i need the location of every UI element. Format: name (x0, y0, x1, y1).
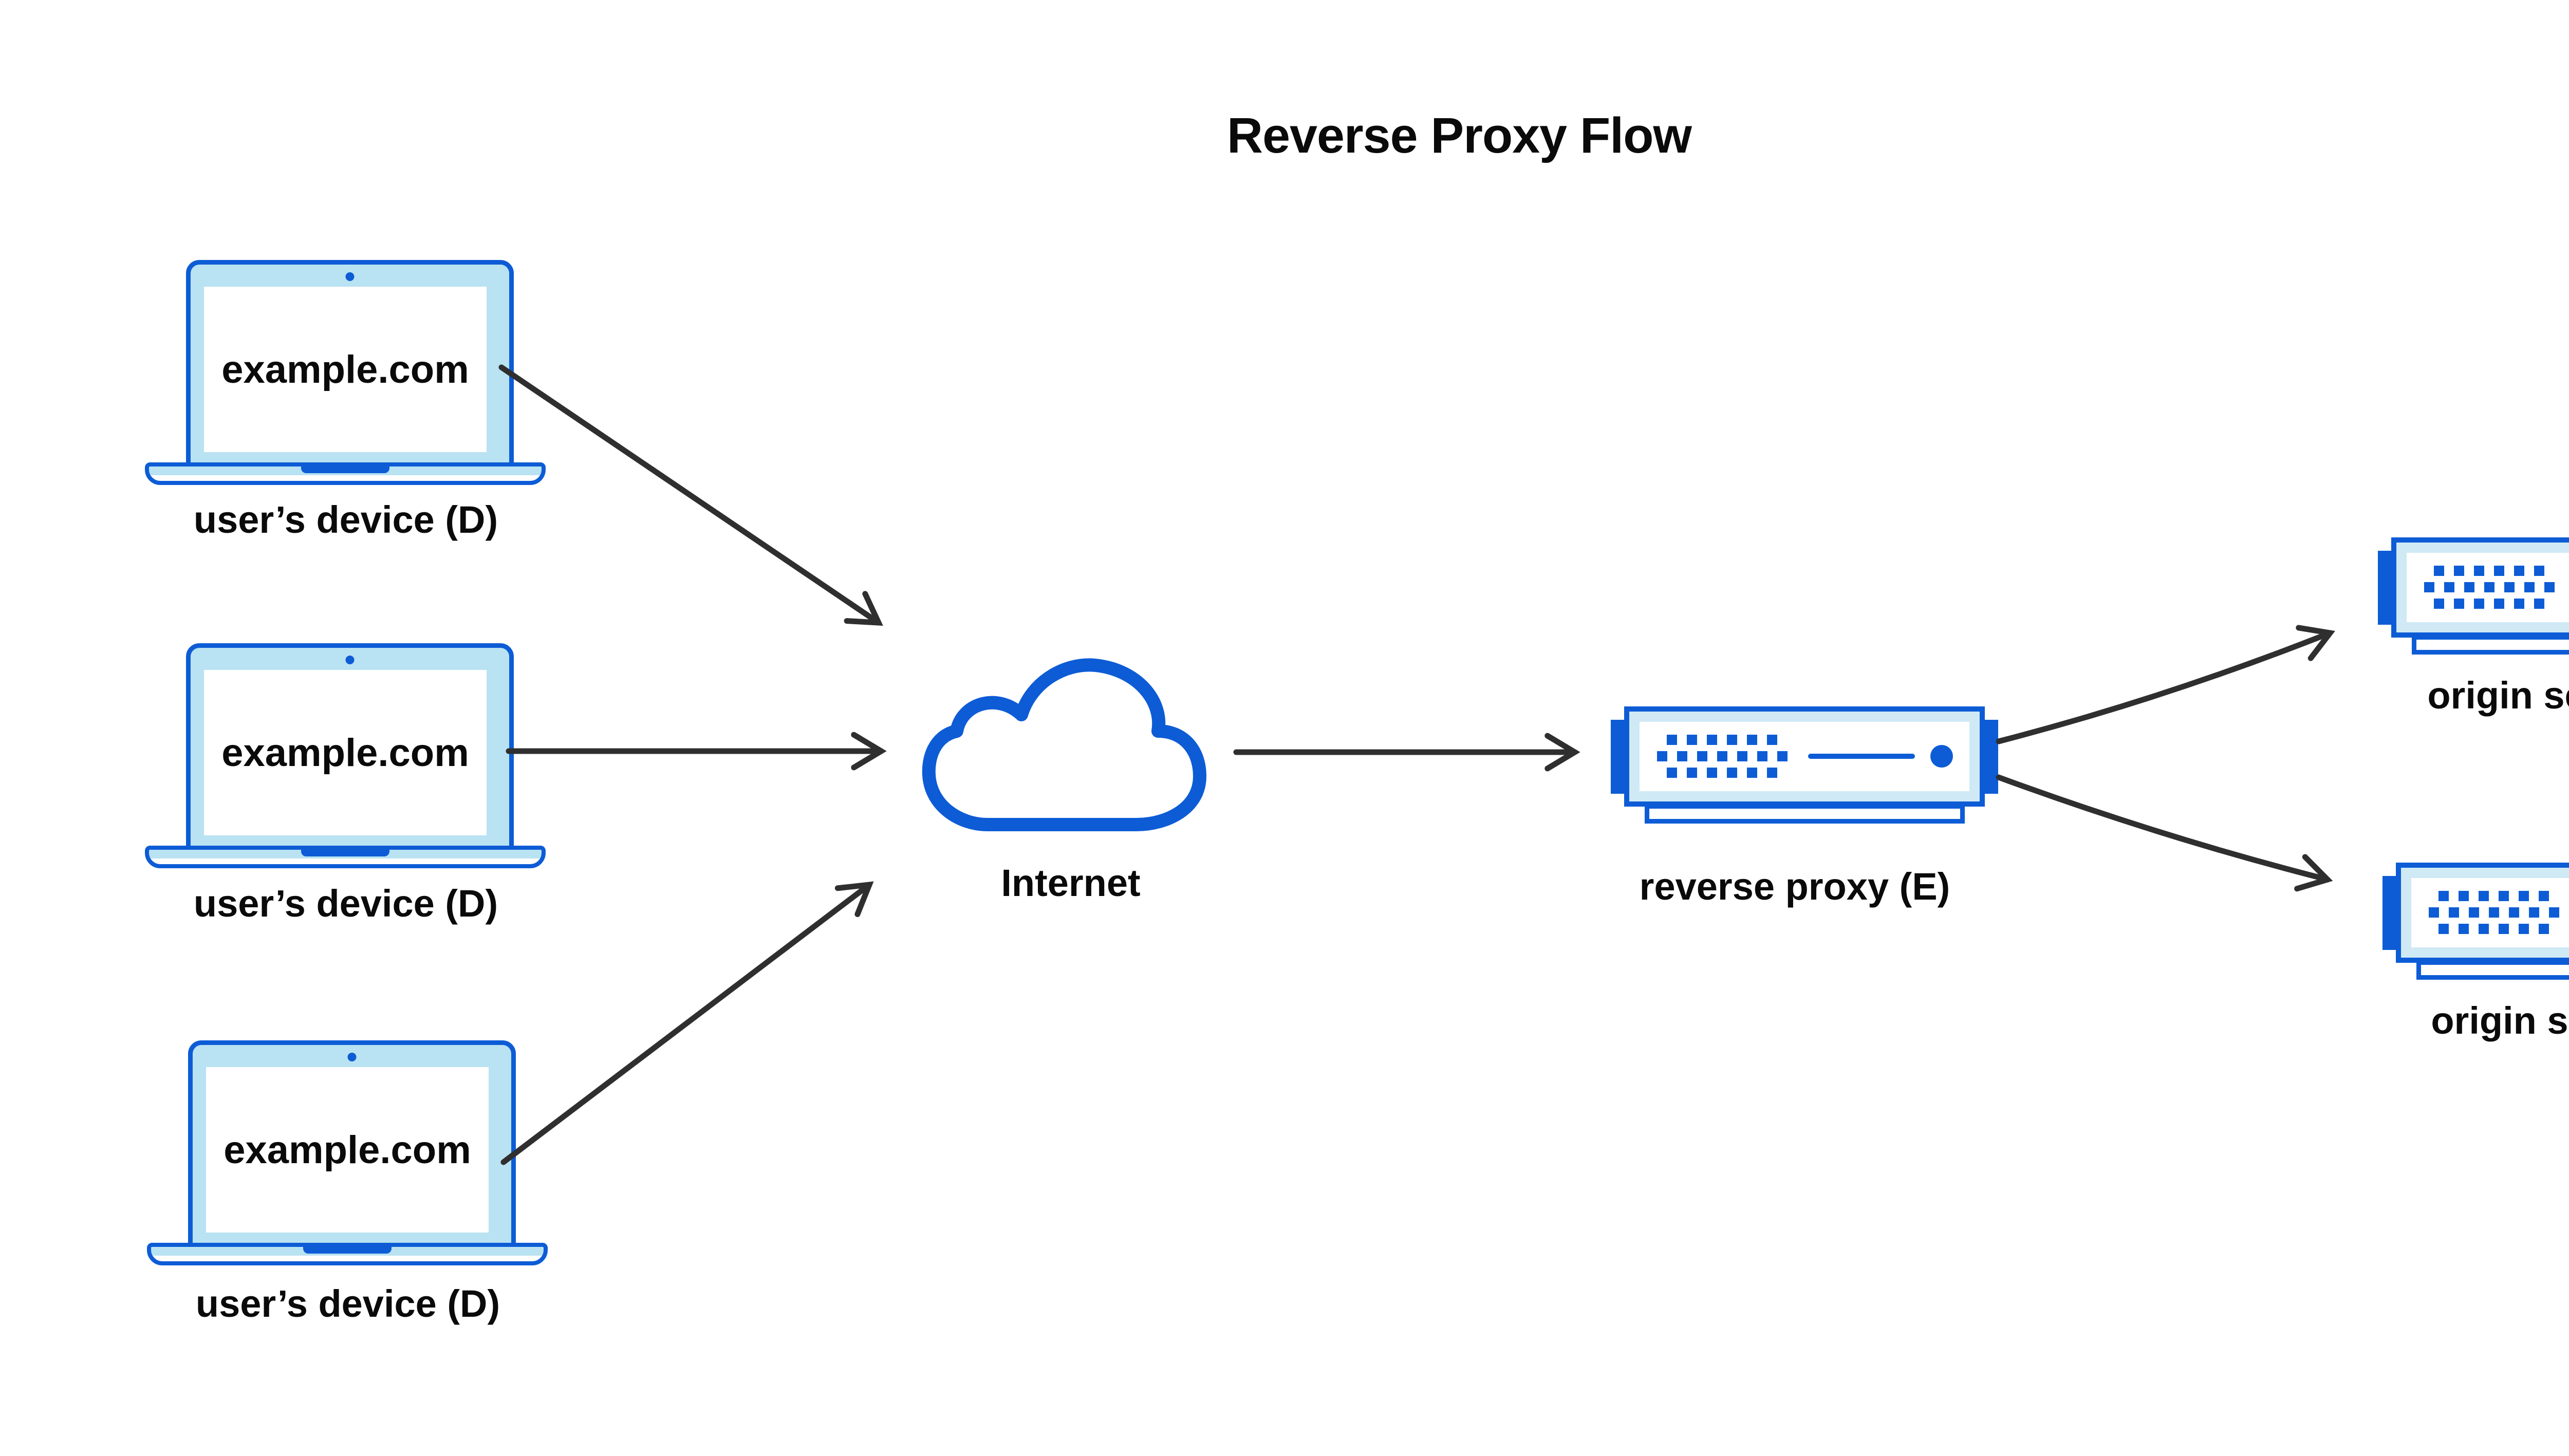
laptop-notch (301, 850, 389, 856)
laptop-icon: example.com (145, 260, 546, 485)
server-icon (2378, 537, 2569, 655)
internet-cloud-icon (921, 654, 1208, 831)
screen-url-text: example.com (224, 1128, 471, 1172)
laptop-base (145, 846, 546, 868)
laptop-icon: example.com (147, 1040, 548, 1265)
server-left-tab (2382, 876, 2398, 950)
arrow-reverse-proxy-to-origin-server-2 (1996, 774, 2333, 892)
server-right-tab (1983, 720, 1998, 794)
server-icon (1611, 706, 1998, 824)
server-shadow (2412, 635, 2569, 655)
server-vent-pattern (2424, 566, 2555, 609)
user-device-2-label: user’s device (D) (193, 882, 498, 925)
screen-url-text: example.com (221, 731, 469, 775)
server-shadow (2416, 960, 2569, 980)
laptop-notch (303, 1247, 392, 1254)
user-device-2: example.com (145, 643, 546, 868)
origin-server-2 (2382, 863, 2569, 980)
user-device-3-label: user’s device (D) (195, 1282, 500, 1325)
origin-server-1-label: origin server (F) (2427, 674, 2569, 717)
origin-server-2-label: origin server (F) (2431, 999, 2569, 1042)
screen-url-text: example.com (221, 347, 469, 391)
server-face (2411, 878, 2569, 947)
server-shadow (1645, 804, 1965, 824)
server-left-tab (1611, 720, 1626, 794)
laptop-screen: example.com (206, 1067, 489, 1233)
laptop-icon: example.com (145, 643, 546, 868)
arrow-user-device-1-to-internet (498, 364, 883, 626)
internet-label: Internet (1001, 862, 1141, 904)
server-vent-pattern (1657, 735, 1788, 778)
server-status-line (1808, 754, 1915, 759)
arrow-user-device-2-to-internet (506, 732, 887, 771)
arrow-reverse-proxy-to-origin-server-1 (1996, 625, 2335, 744)
camera-dot-icon (345, 656, 355, 664)
laptop-notch (301, 466, 389, 473)
server-left-tab (2378, 551, 2393, 625)
origin-server-1 (2378, 537, 2569, 655)
camera-dot-icon (347, 1053, 357, 1061)
diagram-title: Reverse Proxy Flow (1227, 107, 1692, 163)
server-face (2407, 553, 2569, 622)
arrow-user-device-3-to-internet (500, 881, 874, 1165)
laptop-base (147, 1243, 548, 1265)
user-device-3: example.com (147, 1040, 548, 1265)
laptop-base (145, 462, 546, 485)
server-power-led-icon (1930, 745, 1953, 768)
reverse-proxy-label: reverse proxy (E) (1639, 865, 1950, 908)
server-icon (2382, 863, 2569, 980)
user-device-1: example.com (145, 260, 546, 485)
server-face (1640, 722, 1969, 791)
laptop-screen: example.com (204, 287, 487, 452)
laptop-screen: example.com (204, 670, 487, 835)
reverse-proxy (1611, 706, 1998, 824)
cloud-outline (922, 658, 1206, 831)
camera-dot-icon (345, 272, 355, 281)
arrow-internet-to-reverse-proxy (1233, 733, 1580, 772)
server-vent-pattern (2429, 891, 2559, 934)
user-device-1-label: user’s device (D) (193, 498, 498, 541)
